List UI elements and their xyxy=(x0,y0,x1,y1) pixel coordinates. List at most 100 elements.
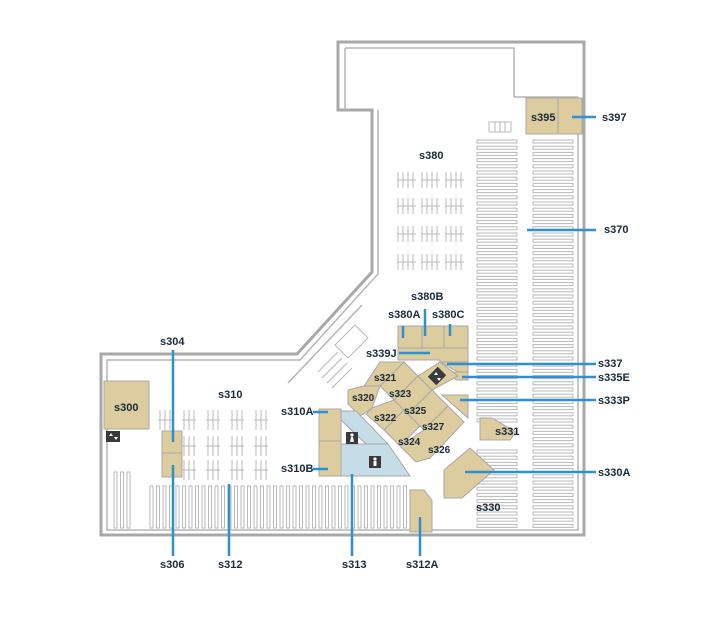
shelf xyxy=(532,220,574,225)
label-s331: s331 xyxy=(495,426,519,438)
shelf xyxy=(476,325,518,330)
shelf xyxy=(476,455,518,460)
shelf xyxy=(312,485,316,529)
shelf xyxy=(476,344,518,349)
label-s395: s395 xyxy=(531,112,555,124)
shelf xyxy=(476,257,518,262)
shelf xyxy=(234,485,238,529)
building-outline xyxy=(99,40,586,537)
shelf xyxy=(476,350,518,355)
rooms xyxy=(103,97,583,533)
shelf xyxy=(201,485,206,529)
shelf xyxy=(532,486,574,491)
shelf xyxy=(476,207,518,212)
shelf xyxy=(532,251,574,256)
shelf xyxy=(476,306,518,311)
book-stacks-s380 xyxy=(397,172,464,270)
shelf xyxy=(532,523,574,528)
shelf xyxy=(532,263,574,268)
label-s325: s325 xyxy=(404,406,427,417)
shelf xyxy=(120,471,124,529)
label-s312A: s312A xyxy=(406,559,438,571)
room-s310B[interactable] xyxy=(318,440,342,477)
shelf xyxy=(357,485,362,529)
room-s326[interactable] xyxy=(399,405,465,463)
shelf xyxy=(532,344,574,349)
shelf xyxy=(532,164,574,169)
shelf xyxy=(532,437,574,442)
shelf xyxy=(532,356,574,361)
room-s310A[interactable] xyxy=(318,408,342,442)
shelf xyxy=(532,151,574,156)
label-s330: s330 xyxy=(476,502,500,514)
shelf xyxy=(532,139,574,144)
shelf xyxy=(266,485,271,529)
shelf xyxy=(476,356,518,361)
shelf xyxy=(532,170,574,175)
shelf xyxy=(476,151,518,156)
shelf xyxy=(476,486,518,491)
room-s300[interactable] xyxy=(103,380,150,430)
shelf xyxy=(476,158,518,163)
shelf xyxy=(476,232,518,237)
shelf xyxy=(476,275,518,280)
shelf xyxy=(273,485,277,529)
label-s324: s324 xyxy=(398,437,421,448)
label-s310A: s310A xyxy=(281,406,313,418)
shelf xyxy=(403,485,407,529)
shelf xyxy=(182,485,186,529)
shelf xyxy=(476,145,518,150)
shelf xyxy=(532,412,574,417)
shelf xyxy=(476,387,518,392)
shelf xyxy=(532,443,574,448)
room-s339J[interactable] xyxy=(397,347,469,363)
shelf xyxy=(476,517,518,522)
restroom-women-icon xyxy=(346,432,358,444)
label-s335E: s335E xyxy=(598,372,630,384)
shelf xyxy=(532,368,574,373)
shelf xyxy=(532,300,574,305)
label-s323: s323 xyxy=(389,389,412,400)
shelf xyxy=(364,485,368,529)
room-s380C[interactable] xyxy=(443,325,469,349)
shelf xyxy=(476,381,518,386)
label-s370: s370 xyxy=(604,224,628,236)
shelf xyxy=(532,232,574,237)
shelf xyxy=(390,485,394,529)
shelf xyxy=(532,195,574,200)
label-s339J: s339J xyxy=(366,348,397,360)
label-s380B: s380B xyxy=(411,291,443,303)
label-s310: s310 xyxy=(218,389,242,401)
book-stacks-s310 xyxy=(158,410,268,480)
shelf xyxy=(532,189,574,194)
shelf xyxy=(476,189,518,194)
shelf xyxy=(476,201,518,206)
room-s331[interactable] xyxy=(479,417,517,441)
shelf xyxy=(476,238,518,243)
shelf xyxy=(476,368,518,373)
shelf xyxy=(286,485,290,529)
room-s312A[interactable] xyxy=(409,489,433,533)
shelf xyxy=(532,325,574,330)
shelf xyxy=(476,523,518,528)
shelf xyxy=(532,238,574,243)
shelf xyxy=(532,176,574,181)
shelf xyxy=(532,474,574,479)
shelf xyxy=(162,485,167,529)
shelf xyxy=(370,485,375,529)
shelf xyxy=(476,176,518,181)
room-s380A[interactable] xyxy=(397,325,423,349)
label-s304: s304 xyxy=(160,336,185,348)
shelf xyxy=(195,485,199,529)
shelf xyxy=(476,263,518,268)
shelf xyxy=(318,485,323,529)
label-s313: s313 xyxy=(342,559,366,571)
inner-walls xyxy=(106,47,579,531)
shelf xyxy=(476,282,518,287)
shelf xyxy=(240,485,245,529)
label-s380: s380 xyxy=(419,150,443,162)
shelf xyxy=(476,412,518,417)
shelf xyxy=(476,319,518,324)
shelf xyxy=(331,485,336,529)
